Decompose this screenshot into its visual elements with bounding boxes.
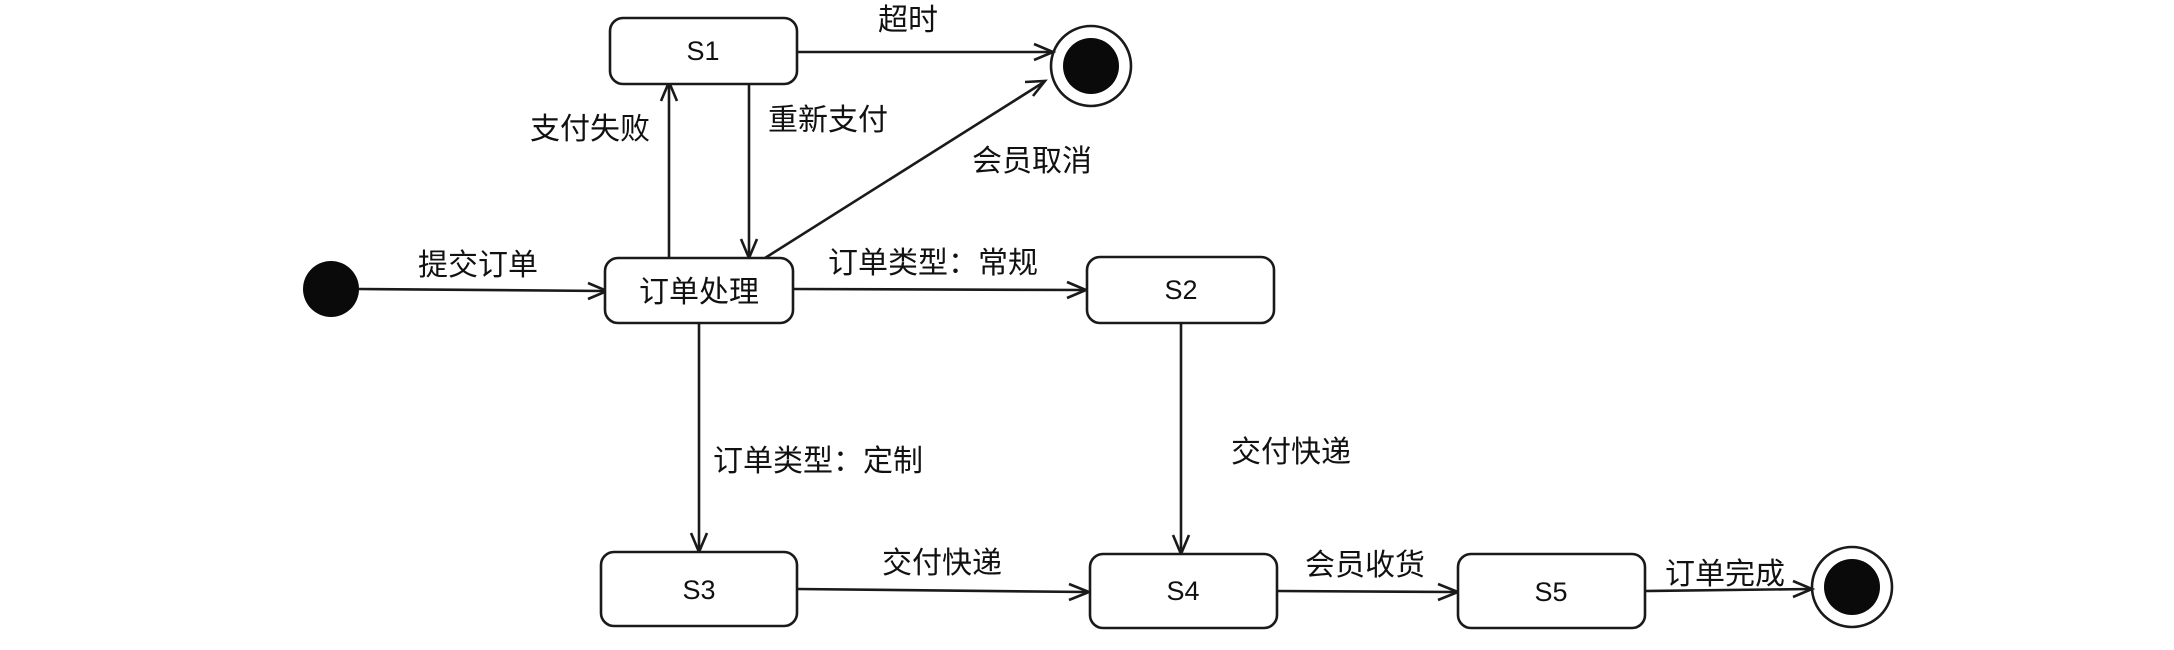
edge-type-regular [792,287,1086,292]
arrowhead-order-complete [1792,579,1816,599]
arrowhead-timeout [1033,42,1057,62]
label-repay: 重新支付 [768,103,888,138]
initial-state-dot [303,261,359,317]
state-s2: S2 [1085,255,1276,325]
state-processing: 订单处理 [603,256,795,325]
state-s1-label: S1 [686,36,719,66]
state-s4-label: S4 [1166,576,1199,606]
state-s3: S3 [599,550,799,628]
state-s2-label: S2 [1164,275,1197,305]
label-type-custom: 订单类型：定制 [713,444,923,479]
edge-s3-deliver [796,587,1088,594]
label-submit-order: 提交订单 [418,248,538,283]
label-member-cancel: 会员取消 [972,144,1092,179]
label-type-regular: 订单类型：常规 [828,246,1038,281]
state-s1: S1 [608,16,799,86]
state-s4: S4 [1088,552,1279,630]
final-state-top [1049,24,1133,108]
state-s5-label: S5 [1534,577,1567,607]
label-member-receive: 会员收货 [1305,548,1425,583]
final-state-bottom [1810,545,1894,629]
edge-member-cancel [764,80,1045,260]
edge-member-receive [1276,589,1457,594]
edge-submit-order [358,287,606,293]
label-s3-deliver: 交付快递 [882,546,1002,581]
edge-order-complete [1644,587,1812,593]
label-order-complete: 订单完成 [1665,557,1785,592]
state-s3-label: S3 [682,575,715,605]
state-processing-label: 订单处理 [639,275,759,310]
state-s5: S5 [1456,552,1647,630]
arrowhead-member-cancel [1024,79,1048,97]
label-timeout: 超时 [878,3,938,38]
label-s2-deliver: 交付快递 [1231,435,1351,470]
label-payment-failed: 支付失败 [530,112,650,147]
